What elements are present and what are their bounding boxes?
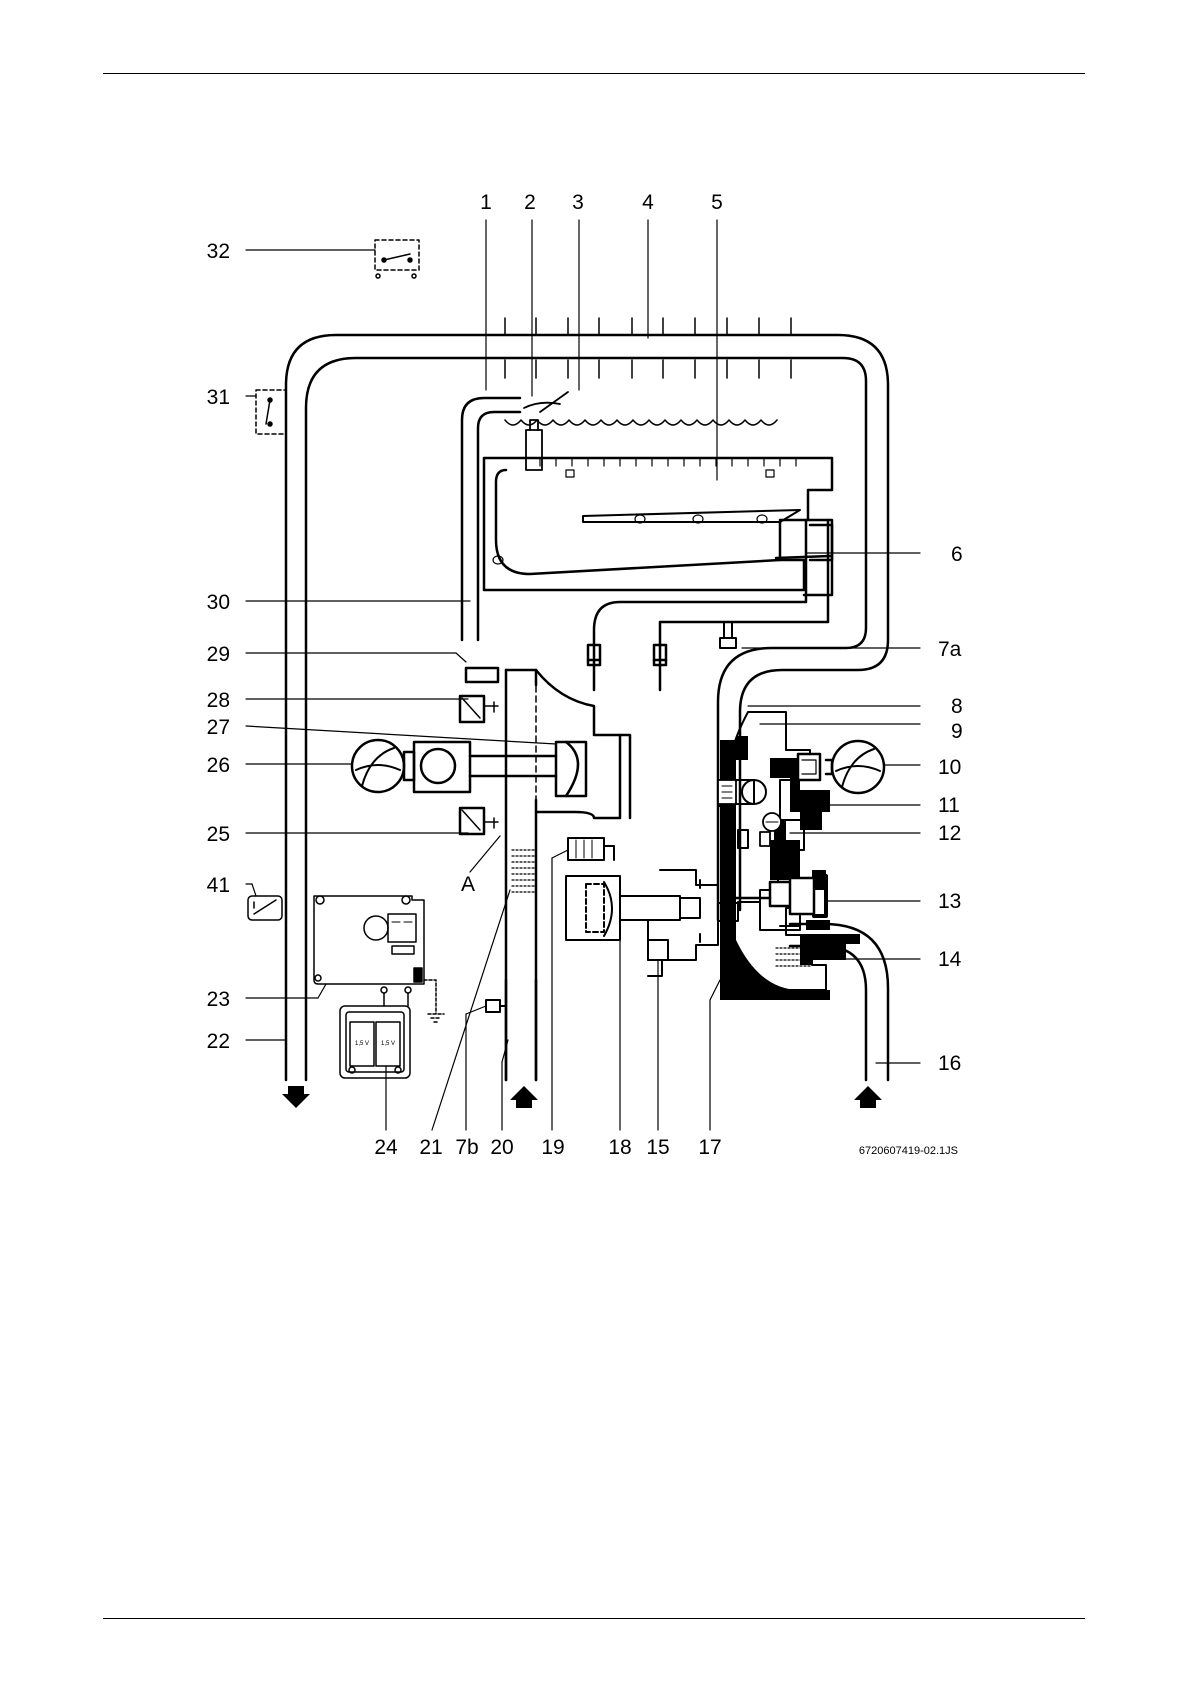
label-5: 5 (711, 191, 723, 214)
label-16: 16 (938, 1052, 961, 1075)
burner (484, 458, 832, 595)
label-29: 29 (207, 643, 230, 666)
label-12: 12 (938, 822, 961, 845)
label-31: 31 (207, 386, 230, 409)
label-17: 17 (698, 1136, 721, 1159)
label-25: 25 (207, 823, 230, 846)
battery-label-1: 1,5 V (355, 1041, 369, 1047)
gas-regulator-19 (568, 838, 614, 860)
label-23: 23 (207, 988, 230, 1011)
label-24: 24 (374, 1136, 398, 1159)
test-nipple-7a (720, 622, 736, 648)
flame-row (505, 420, 777, 425)
label-3: 3 (572, 191, 584, 214)
drawing-code: 6720607419-02.1JS (859, 1145, 958, 1157)
control-unit-23 (314, 896, 444, 1022)
label-18: 18 (608, 1136, 631, 1159)
label-6: 6 (951, 543, 963, 566)
label-19: 19 (541, 1136, 564, 1159)
label-1: 1 (480, 191, 492, 214)
outer-pipe (286, 335, 888, 1080)
label-11: 11 (938, 794, 960, 817)
label-41: 41 (207, 874, 230, 897)
gas-inlet-pipe (506, 980, 536, 1080)
label-4: 4 (642, 191, 654, 214)
battery-box-24 (340, 1006, 410, 1078)
gas-inlet-arrow (510, 1086, 538, 1108)
label-15: 15 (646, 1136, 669, 1159)
pilot-gas-line (462, 398, 520, 640)
label-27: 27 (207, 716, 230, 739)
switch-32 (375, 240, 419, 278)
label-22: 22 (207, 1030, 230, 1053)
label-21: 21 (419, 1136, 442, 1159)
switch-31 (256, 390, 286, 434)
sensor-41 (248, 896, 282, 920)
label-14: 14 (938, 948, 962, 971)
label-20: 20 (490, 1136, 513, 1159)
flow-arrows (282, 1086, 882, 1108)
cold-water-inlet-arrow (854, 1086, 882, 1108)
label-28: 28 (207, 689, 230, 712)
label-7a: 7a (938, 638, 962, 661)
label-30: 30 (207, 591, 230, 614)
test-nipple-7b (486, 1000, 506, 1012)
label-26: 26 (207, 754, 230, 777)
label-13: 13 (938, 890, 961, 913)
label-8: 8 (951, 695, 963, 718)
label-32: 32 (207, 240, 230, 263)
label-10: 10 (938, 756, 961, 779)
main-gas-pipe (588, 520, 828, 690)
label-7b: 7b (455, 1136, 478, 1159)
water-regulator-13 (730, 876, 826, 916)
label-2: 2 (524, 191, 536, 214)
gas-filter-21 (512, 850, 534, 892)
label-9: 9 (951, 720, 963, 743)
hot-water-outlet-arrow (282, 1086, 310, 1108)
gas-valve-knob-26 (352, 668, 586, 834)
water-knob-10 (798, 741, 884, 793)
label-A: A (461, 873, 475, 896)
battery-label-2: 1,5 V (381, 1041, 395, 1047)
